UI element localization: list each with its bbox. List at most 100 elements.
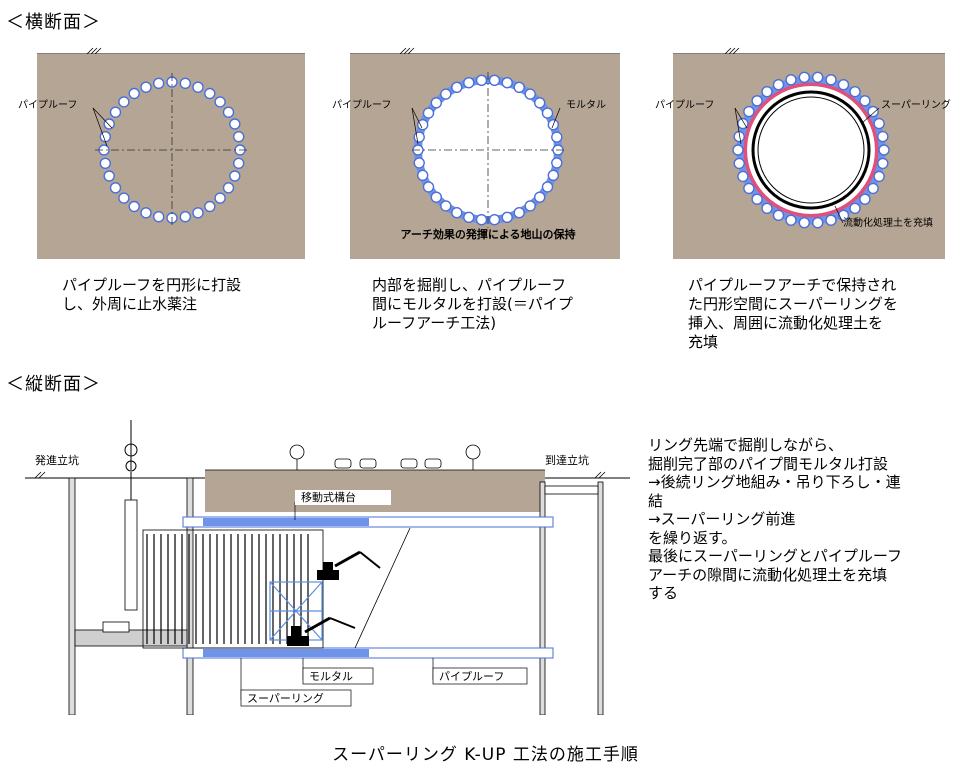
- pipe-section: [440, 200, 452, 212]
- pipe-section: [463, 211, 475, 224]
- pipe-section: [867, 182, 879, 195]
- pipe-section: [128, 87, 140, 100]
- label-pipe-roof: パイプルーフ: [18, 99, 77, 111]
- pipe-section: [128, 200, 140, 213]
- pipe-section: [501, 211, 513, 224]
- pipe-section: [825, 214, 837, 226]
- pipe-section: [475, 74, 488, 86]
- lower-mortar-section: [203, 649, 369, 657]
- excavator-lower: [287, 616, 356, 646]
- pipe-section: [732, 144, 744, 156]
- super-ring-segments: [146, 534, 309, 644]
- pipe-section: [451, 81, 463, 93]
- pipe-section: [204, 200, 216, 213]
- longitudinal-section-title: ＜縦断面＞: [6, 374, 101, 395]
- pipe-section: [743, 182, 755, 195]
- label-mobile-platform: 移動式構台: [301, 490, 356, 504]
- pipe-section: [416, 169, 429, 182]
- label-arch-effect: アーチ効果の発揮による地山の保持: [400, 227, 575, 241]
- pipe-section: [229, 170, 241, 182]
- pipe-section: [179, 210, 192, 223]
- pipe-roof-circle: [412, 74, 564, 226]
- pipe-section: [785, 74, 797, 86]
- label-end-shaft: 到達立坑: [545, 453, 589, 467]
- pipe-section: [103, 170, 115, 182]
- pipe-section: [533, 191, 546, 203]
- pipe-section: [513, 206, 525, 219]
- cross-section-title: ＜横断面＞: [6, 12, 101, 33]
- pipe-section: [440, 88, 452, 100]
- label-super-ring: スーパーリング: [247, 691, 324, 705]
- pipe-section: [192, 81, 204, 93]
- pipe-section: [877, 130, 889, 143]
- pipe-section: [811, 216, 824, 229]
- pipe-section: [751, 193, 763, 205]
- pipe-section: [214, 192, 226, 204]
- pipe-section: [232, 130, 245, 143]
- pipe-section: [422, 107, 435, 119]
- longitudinal-section-diagram: 発進立坑 到達立坑 移動式構台 モルタル パイプルーフ スーパーリング: [25, 420, 630, 715]
- label-pipe-roof: パイプルーフ: [439, 670, 504, 683]
- pipe-section: [551, 157, 563, 169]
- pipe-section: [859, 95, 871, 107]
- pipe-section: [430, 97, 443, 109]
- pipe-section: [229, 118, 241, 130]
- cross-section-panel-3: パイプルーフ スーパーリング 流動化処理土を充填: [655, 47, 951, 259]
- label-mortar: モルタル: [309, 670, 353, 683]
- start-shaft-wall-left: [68, 477, 76, 715]
- pipe-section: [743, 105, 755, 118]
- pipe-section: [551, 131, 563, 143]
- cross-section-panel-2: パイプルーフ モルタル アーチ効果の発揮による地山の保持: [332, 47, 620, 259]
- pipe-section: [524, 200, 536, 212]
- pipe-section: [772, 209, 785, 222]
- pipe-section: [867, 105, 879, 118]
- label-pipe-roof: パイプルーフ: [332, 99, 391, 111]
- soil-area: [37, 54, 305, 259]
- label-fill-soil: 流動化処理土を充填: [843, 216, 933, 229]
- pipe-section: [811, 71, 824, 83]
- pipe-section: [192, 207, 204, 219]
- pipe-section: [873, 170, 885, 183]
- pipe-section: [109, 106, 122, 118]
- pipe-section: [118, 192, 130, 204]
- pipe-section: [152, 77, 165, 89]
- pipe-section: [873, 117, 885, 130]
- caption-step-3: パイプルーフアーチで保持され た円形空間にスーパーリングを 挿入、周囲に流動化処…: [688, 276, 898, 351]
- pipe-section: [524, 88, 536, 100]
- pipe-section: [877, 157, 889, 170]
- end-shaft-wall-right: [597, 481, 604, 715]
- pipe-section: [849, 202, 861, 215]
- pipe-section: [488, 74, 501, 86]
- pipe-section: [118, 96, 130, 108]
- pipe-section: [413, 131, 425, 143]
- pipe-section: [837, 79, 850, 91]
- pipe-section: [416, 118, 429, 131]
- pipe-section: [152, 210, 165, 223]
- excavator-upper: [317, 550, 381, 580]
- pipe-section: [475, 213, 488, 226]
- fill-soil-ring: [743, 82, 879, 218]
- pipe-section: [109, 182, 122, 194]
- cross-section-panel-1: パイプルーフ: [18, 47, 305, 259]
- label-pipe-roof: パイプルーフ: [655, 99, 714, 111]
- pipe-section: [463, 77, 475, 89]
- pipe-section: [222, 182, 235, 194]
- label-mortar: モルタル: [566, 99, 606, 111]
- pipe-section: [772, 79, 785, 91]
- label-super-ring: スーパーリング: [881, 98, 951, 111]
- figure-title: スーパーリング K-UP 工法の施工手順: [332, 745, 639, 765]
- pipe-section: [837, 209, 850, 222]
- pipe-section: [547, 169, 560, 182]
- pipe-section: [430, 191, 443, 203]
- pipe-section: [451, 206, 463, 219]
- pipe-section: [140, 207, 152, 219]
- pipe-section: [99, 130, 112, 143]
- pipe-section: [761, 202, 773, 215]
- pipe-section: [541, 181, 554, 193]
- pipe-section: [733, 157, 745, 170]
- pipe-section: [422, 181, 435, 193]
- pipe-section: [204, 87, 216, 100]
- pipe-section: [737, 170, 749, 183]
- pipe-roof-circle: [732, 71, 890, 229]
- caption-step-1: パイプルーフを円形に打設 し、外周に止水薬注: [62, 276, 242, 313]
